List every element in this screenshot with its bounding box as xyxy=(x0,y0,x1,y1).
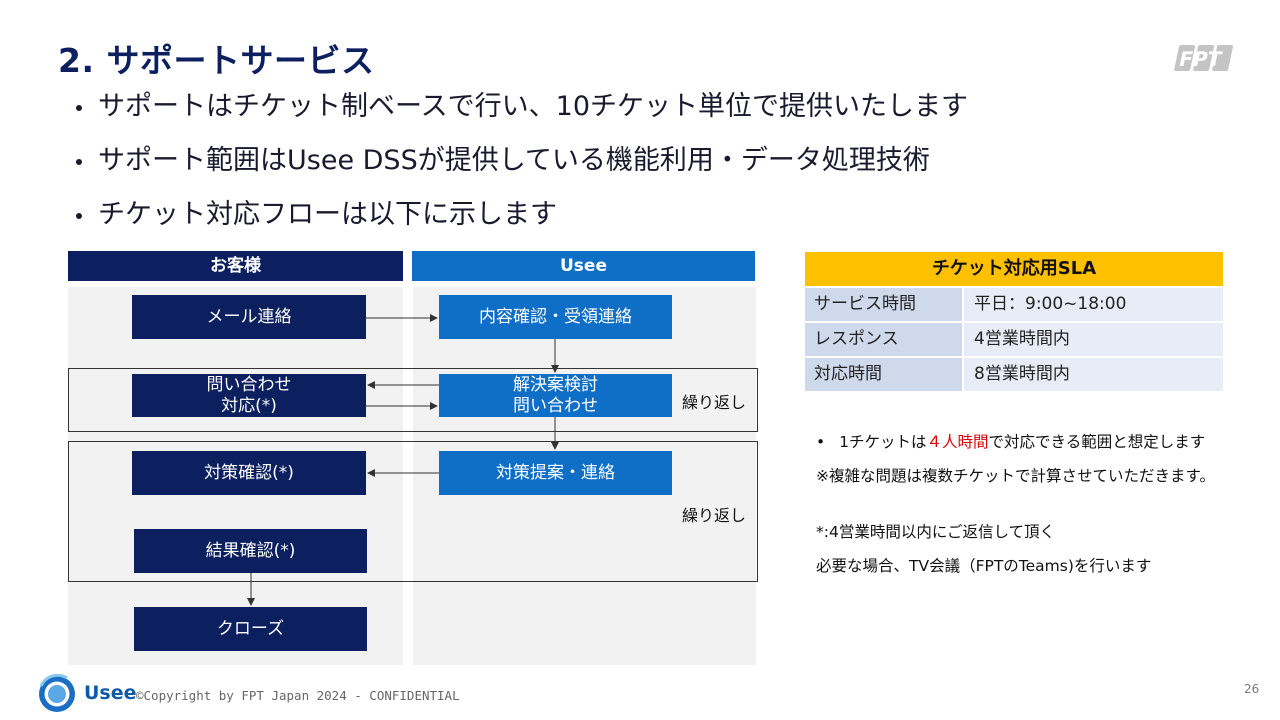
solution-line-2: 問い合わせ xyxy=(513,395,598,416)
note-bullet-icon: • xyxy=(816,433,826,451)
page-number: 26 xyxy=(1244,682,1260,696)
content-confirm-step: 内容確認・受領連絡 xyxy=(439,295,672,339)
usee-column-header: Usee xyxy=(412,251,755,281)
bullet-item: チケット対応フローは以下に示します xyxy=(74,196,968,250)
sla-value: 8営業時間内 xyxy=(964,358,1223,391)
sla-label: レスポンス xyxy=(805,323,964,356)
ticket-note-highlight: ４人時間 xyxy=(926,433,989,451)
fpt-logo-text: FPT xyxy=(1177,47,1224,71)
close-step: クローズ xyxy=(134,607,367,651)
usee-brand-name: Usee xyxy=(84,682,137,704)
measure-confirm-step: 対策確認(*) xyxy=(132,451,366,495)
reply-note: *:4営業時間以内にご返信して頂く xyxy=(816,523,1056,541)
ticket-note-pre: 1チケットは xyxy=(839,433,927,451)
solution-line-1: 解決案検討 xyxy=(513,374,598,395)
measure-proposal-step: 対策提案・連絡 xyxy=(439,451,672,495)
bullet-list: サポートはチケット制ベースで行い、10チケット単位で提供いたします サポート範囲… xyxy=(74,88,968,250)
ticket-note-post: で対応できる範囲と想定します xyxy=(988,433,1206,451)
mail-contact-step: メール連絡 xyxy=(132,295,366,339)
usee-logo-icon xyxy=(39,674,75,712)
sla-row: 対応時間 8営業時間内 xyxy=(805,358,1223,393)
repeat-label: 繰り返し xyxy=(682,393,747,412)
ticket-note: • 1チケットは４人時間で対応できる範囲と想定します xyxy=(816,430,1205,452)
repeat-frame-2 xyxy=(68,441,758,582)
meeting-note: 必要な場合、TV会議（FPTのTeams)を行います xyxy=(816,557,1152,575)
sla-label: 対応時間 xyxy=(805,358,964,391)
customer-column-header: お客様 xyxy=(68,251,403,281)
inquiry-line-1: 問い合わせ xyxy=(206,374,292,395)
sla-row: レスポンス 4営業時間内 xyxy=(805,323,1223,358)
sla-table-title: チケット対応用SLA xyxy=(805,252,1223,288)
repeat-frame-1 xyxy=(68,368,758,432)
inquiry-response-step: 問い合わせ 対応(*) xyxy=(132,374,366,417)
inquiry-line-2: 対応(*) xyxy=(221,395,277,416)
sla-row: サービス時間 平日：9:00~18:00 xyxy=(805,288,1223,323)
complex-note: ※複雑な問題は複数チケットで計算させていただきます。 xyxy=(816,467,1215,485)
result-confirm-step: 結果確認(*) xyxy=(134,529,367,573)
bullet-item: サポートはチケット制ベースで行い、10チケット単位で提供いたします xyxy=(74,88,968,142)
solution-review-step: 解決案検討 問い合わせ xyxy=(439,374,672,417)
fpt-logo-icon: FPT xyxy=(1174,45,1233,71)
footer-copyright: ©Copyright by FPT Japan 2024 - CONFIDENT… xyxy=(136,688,460,703)
sla-label: サービス時間 xyxy=(805,288,964,321)
sla-value: 4営業時間内 xyxy=(964,323,1223,356)
sla-value: 平日：9:00~18:00 xyxy=(964,288,1223,321)
repeat-label: 繰り返し xyxy=(682,506,747,525)
bullet-item: サポート範囲はUsee DSSが提供している機能利用・データ処理技術 xyxy=(74,142,968,196)
slide-title: 2. サポートサービス xyxy=(58,41,375,80)
